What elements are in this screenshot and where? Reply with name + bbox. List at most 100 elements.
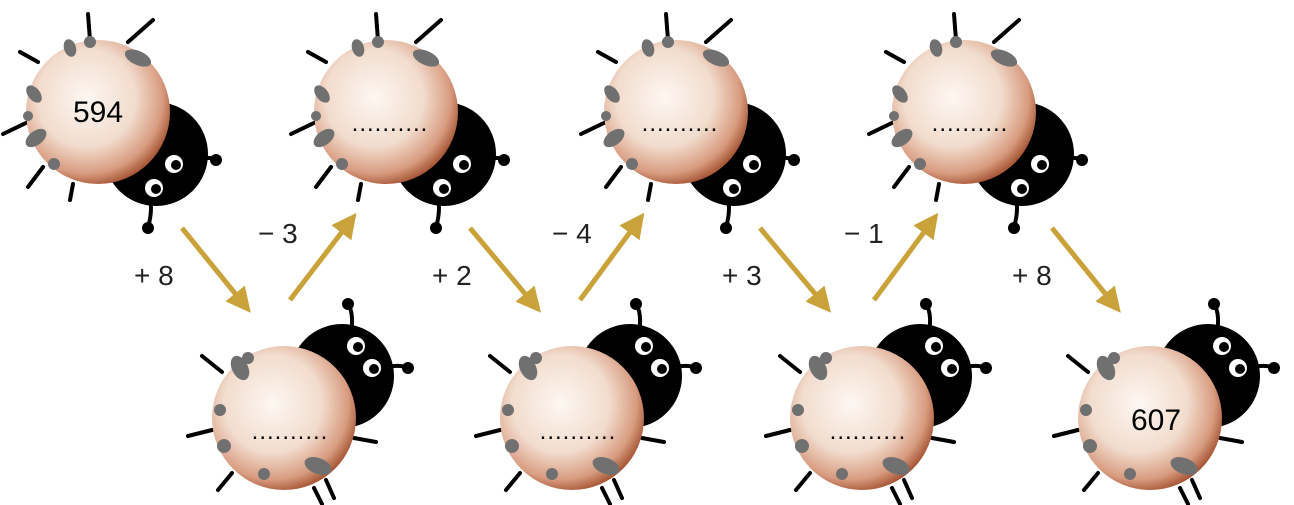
ladybug-leg	[640, 436, 666, 444]
ladybug-leg	[579, 120, 608, 136]
ladybug-leg	[604, 165, 623, 189]
ladybug-leg	[414, 18, 443, 44]
shell-spot	[26, 85, 42, 103]
ladybug-start-value: 594	[72, 96, 124, 129]
ladybug-leg	[646, 182, 653, 202]
antenna-tip	[920, 298, 932, 310]
ladybug-answer-blank[interactable]: ..........	[641, 110, 719, 137]
shell-spot	[929, 39, 943, 57]
shell-spot	[530, 352, 542, 364]
antenna-tip	[1208, 298, 1220, 310]
ladybug-shell	[604, 40, 748, 184]
ladybug-leg	[902, 478, 914, 500]
antenna-tip	[690, 362, 702, 374]
ladybug-end-value: 607	[1130, 404, 1182, 437]
antenna-tip	[342, 298, 354, 310]
ladybug-leg	[1052, 428, 1080, 438]
pupil	[749, 160, 759, 170]
antenna-tip	[630, 298, 642, 310]
ladybug-leg	[200, 354, 224, 374]
shell-spot	[1083, 439, 1097, 453]
pupil	[729, 184, 739, 194]
antenna-tip	[210, 154, 222, 166]
ladybug-leg	[778, 354, 802, 374]
shell-spot	[792, 403, 804, 416]
ladybug	[289, 12, 510, 234]
shell-spot	[1170, 457, 1198, 475]
operation-label: − 4	[552, 218, 592, 249]
ladybug-answer-blank[interactable]: ..........	[251, 418, 329, 445]
antenna-tip	[1268, 362, 1280, 374]
ladybug-answer-blank[interactable]: ..........	[351, 110, 429, 137]
arrow-icon	[871, 212, 939, 302]
shell-spot	[313, 128, 335, 148]
ladybug-leg	[992, 18, 1021, 44]
operation-label: + 8	[1012, 260, 1052, 291]
ladybug-leg	[704, 18, 733, 44]
shell-spot	[412, 49, 440, 67]
ladybug-leg	[1190, 478, 1202, 500]
ladybug-leg	[600, 486, 612, 505]
antenna-tip	[498, 154, 510, 166]
pupil	[439, 184, 449, 194]
ladybug-leg	[86, 12, 92, 42]
antenna-tip	[1008, 222, 1020, 234]
pupil	[171, 160, 181, 170]
shell-spot	[25, 128, 47, 148]
ladybug	[474, 298, 702, 505]
ladybug-leg	[1178, 486, 1190, 505]
ladybug-answer-blank[interactable]: ..........	[931, 110, 1009, 137]
ladybug-leg	[26, 165, 45, 189]
ladybug-leg	[1, 120, 30, 136]
ladybug-leg	[18, 50, 40, 64]
antenna-tip	[142, 222, 154, 234]
ladybug-leg	[352, 436, 378, 444]
ladybug-leg	[324, 478, 336, 500]
ladybug-leg	[306, 50, 328, 64]
shell-spot	[258, 468, 270, 480]
pupil	[353, 342, 363, 352]
ladybug	[1, 12, 222, 234]
ladybug-answer-blank[interactable]: ..........	[829, 418, 907, 445]
ladybug-leg	[664, 12, 670, 42]
shell-spot	[311, 111, 321, 121]
pupil	[1017, 184, 1027, 194]
operation-label: + 8	[134, 260, 174, 291]
antenna-tip	[430, 222, 442, 234]
ladybug-leg	[356, 182, 363, 202]
ladybug-answer-blank[interactable]: ..........	[539, 418, 617, 445]
ladybug-leg	[867, 120, 896, 136]
ladybug-leg	[289, 120, 318, 136]
ladybug-leg	[186, 428, 214, 438]
ladybug-leg	[488, 354, 512, 374]
shell-spot	[891, 128, 913, 148]
antenna-tip	[402, 362, 414, 374]
ladybug-leg	[126, 18, 155, 44]
ladybug-shell	[314, 40, 458, 184]
ladybug-shell	[212, 346, 356, 490]
shell-spot	[546, 468, 558, 480]
ladybug-shell	[790, 346, 934, 490]
shell-spot	[217, 439, 231, 453]
ladybug-leg	[474, 428, 502, 438]
arrow-icon	[577, 212, 645, 302]
ladybug-leg	[952, 12, 958, 42]
ladybug-leg	[312, 486, 324, 505]
shell-spot	[603, 128, 625, 148]
shell-spot	[304, 457, 332, 475]
antenna-tip	[788, 154, 800, 166]
shell-spot	[23, 111, 33, 121]
operation-label: + 3	[722, 260, 762, 291]
ladybug-leg	[596, 50, 618, 64]
antenna-tip	[980, 362, 992, 374]
shell-spot	[63, 39, 77, 57]
operation-label: − 1	[844, 218, 884, 249]
shell-spot	[124, 49, 152, 67]
ladybug-leg	[1218, 436, 1244, 444]
ladybug	[186, 298, 414, 505]
shell-spot	[1124, 468, 1136, 480]
arrow-icon	[1050, 226, 1121, 313]
shell-spot	[336, 158, 348, 170]
shell-spot	[914, 158, 926, 170]
